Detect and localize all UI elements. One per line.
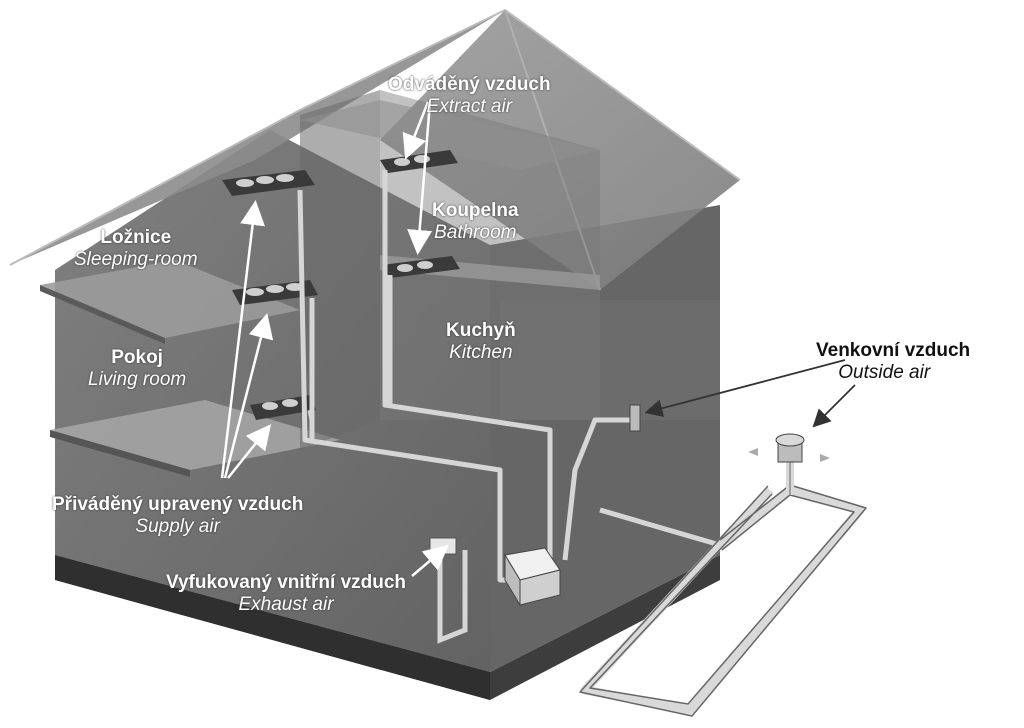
label-kitchen-cz: Kuchyň [446,320,516,341]
supply-vent-lower [250,395,316,420]
exhaust-outlet [429,537,457,555]
label-outside-en: Outside air [838,361,931,383]
label-supply-cz: Přiváděný upravený vzduch [52,494,304,515]
label-bedroom: Ložnice Sleeping-room [74,227,198,271]
ground-slab [55,555,720,700]
label-bathroom-en: Bathroom [434,221,517,243]
label-living-room: Pokoj Living room [88,347,186,391]
floor-upper [40,260,300,338]
supply-arrows [220,200,274,479]
label-extract-en: Extract air [426,95,513,117]
ventilation-unit [504,547,561,607]
extract-arrows [402,101,433,255]
label-living-en: Living room [88,368,187,390]
label-kitchen-en: Kitchen [449,341,513,363]
label-outside-air: Venkovní vzduch Outside air [816,340,970,384]
roof-left [10,10,505,265]
label-exhaust-air: Vyfukovaný vnitřní vzduch Exhaust air [166,572,406,616]
label-supply-air: Přiváděný upravený vzduch Supply air [52,494,303,538]
label-outside-cz: Venkovní vzduch [816,340,971,361]
label-supply-en: Supply air [135,515,220,537]
label-bathroom: Koupelna Bathroom [432,200,519,244]
label-kitchen: Kuchyň Kitchen [446,320,516,364]
extract-vent-lower [382,256,460,278]
label-living-cz: Pokoj [111,347,163,368]
floor-middle [50,400,340,470]
outside-air-intake [748,433,830,463]
label-extract-air: Odváděný vzduch Extract air [388,74,551,118]
label-exhaust-en: Exhaust air [238,593,334,615]
outdoor-ducts [562,417,721,561]
supply-vent-middle [232,280,318,305]
ground-heat-exchanger-loop [580,485,865,715]
label-bathroom-cz: Koupelna [432,200,519,221]
exhaust-arrow [411,544,449,577]
label-bedroom-en: Sleeping-room [74,248,198,270]
supply-vent-upper [222,170,315,196]
outside-air-arrows [644,359,856,428]
label-exhaust-cz: Vyfukovaný vnitřní vzduch [166,572,407,593]
label-extract-cz: Odváděný vzduch [388,74,551,95]
label-bedroom-cz: Ložnice [100,227,172,248]
exhaust-duct [437,550,468,644]
